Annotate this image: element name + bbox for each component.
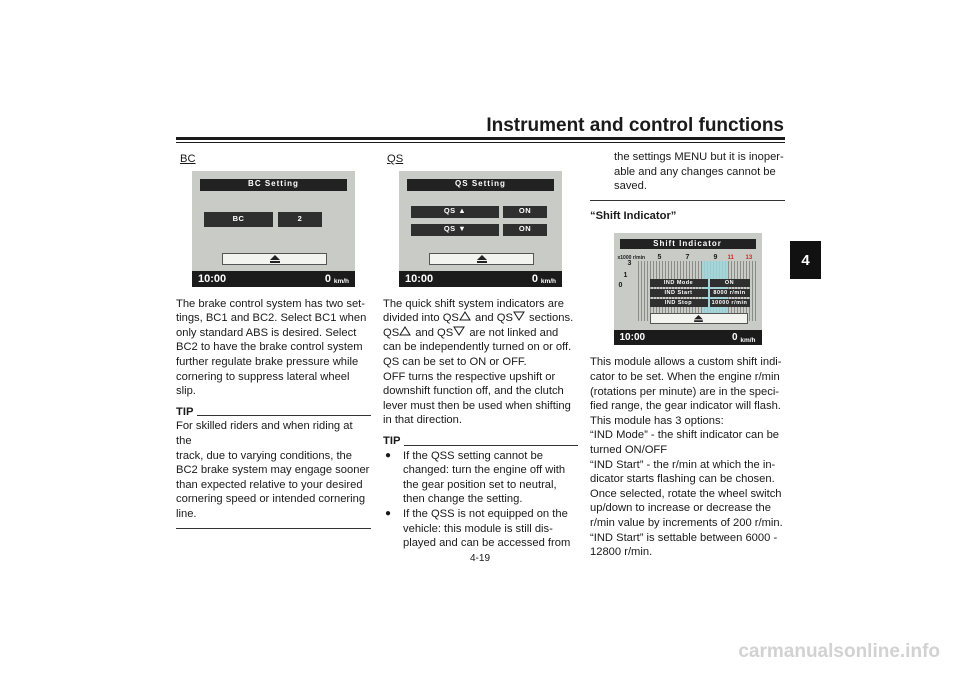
text-line: line. xyxy=(176,507,197,520)
tip-heading: TIP xyxy=(176,405,371,420)
bullet-icon: ● xyxy=(385,507,392,519)
qs-up-value: ON xyxy=(503,205,547,218)
tip-bullet: ● If the QSS is not equipped on the vehi… xyxy=(385,507,571,550)
text-line: in that direction. xyxy=(383,414,462,427)
screen-title: BC Setting xyxy=(200,178,347,191)
text-line: cornering speed or intended cornering xyxy=(176,493,366,506)
speed-value: 0 xyxy=(324,272,331,285)
text-line: For skilled riders and when riding at th… xyxy=(176,420,353,447)
text-line: track, due to varying conditions, the xyxy=(176,449,352,462)
screen-title: QS Setting xyxy=(407,178,554,191)
text-line: cornering to suppress lateral wheel xyxy=(176,370,350,383)
text-line-qs-linked: QS and QS are not linked and xyxy=(383,325,559,341)
speed-unit: km/h xyxy=(540,277,556,285)
section-heading-qs: QS xyxy=(387,153,404,165)
speed-value: 0 xyxy=(531,272,538,285)
text-line: BC2 to have the brake control system xyxy=(176,341,363,354)
tip-end-rule xyxy=(590,199,785,201)
clock: 10:00 xyxy=(619,332,646,344)
tach-tick-11: 11 xyxy=(727,255,734,262)
triangle-down-outline-icon xyxy=(453,326,466,341)
gear-number-1: 1 xyxy=(623,272,628,280)
page-header-title: Instrument and control functions xyxy=(486,115,784,136)
bc-option-value: 2 xyxy=(278,211,322,227)
column-bc: BC BC Setting BC 2 10:00 0 km/h The brak… xyxy=(176,150,371,529)
section-heading-bc: BC xyxy=(180,153,196,165)
speed-unit: km/h xyxy=(740,337,756,345)
text-line: OFF turns the respective upshift or xyxy=(383,370,556,383)
ind-mode-value: ON xyxy=(709,279,750,288)
tach-tick-7: 7 xyxy=(685,254,690,262)
text-line: BC2 brake system may engage sooner xyxy=(176,464,370,477)
header-rule xyxy=(176,137,785,140)
text-line: The quick shift system indicators are xyxy=(383,297,564,310)
qs-down-value: ON xyxy=(503,223,547,236)
back-button xyxy=(222,252,327,265)
screen-status-bar: 10:00 0 km/h xyxy=(613,330,762,346)
triangle-down-outline-icon xyxy=(513,311,526,326)
text-line: tings, BC1 and BC2. Select BC1 when xyxy=(176,312,367,325)
text-line: only standard ABS is desired. Select xyxy=(176,326,357,339)
eject-icon xyxy=(476,254,487,263)
tip-continuation: the settings MENU but it is inoper- able… xyxy=(614,151,784,193)
tip-label: TIP xyxy=(176,405,194,418)
tip-heading: TIP xyxy=(383,434,578,449)
qs-setting-screen: QS Setting QS ▲ ON QS ▼ ON 10:00 0 km/h xyxy=(399,170,562,287)
text-line-qs-sections: divided into QS and QS sections. xyxy=(383,311,574,326)
triangle-up-outline-icon xyxy=(458,311,472,326)
text-line: can be independently turned on or off. xyxy=(383,341,572,354)
ind-start-label: IND Start xyxy=(649,289,708,298)
qs-down-label: QS ▼ xyxy=(411,223,499,236)
speed-unit: km/h xyxy=(333,277,349,285)
bullet-icon: ● xyxy=(385,449,392,461)
triangle-up-outline-icon xyxy=(399,325,412,341)
ind-mode-label: IND Mode xyxy=(649,279,708,288)
tach-tick-3: 3 xyxy=(627,260,632,268)
back-button xyxy=(429,252,534,265)
text-line: downshift function off, and the clutch xyxy=(383,385,564,398)
eject-icon xyxy=(269,254,280,263)
ind-start-value: 8000 r/min xyxy=(709,289,750,298)
shift-indicator-screen: Shift Indicator x1000 r/min 3 5 7 9 11 1… xyxy=(613,233,762,346)
text-line: slip. xyxy=(176,385,196,398)
section-heading-shift-indicator: “Shift Indicator” xyxy=(590,209,677,222)
tach-tick-9: 9 xyxy=(713,254,718,262)
text-line: The brake control system has two set- xyxy=(176,297,366,310)
column-shift-indicator: the settings MENU but it is inoper- able… xyxy=(590,150,785,560)
text-line: lever must then be used when shifting xyxy=(383,399,571,412)
ind-stop-label: IND Stop xyxy=(649,299,708,308)
back-button xyxy=(649,313,748,325)
eject-icon xyxy=(694,315,703,323)
tip-body: For skilled riders and when riding at th… xyxy=(176,419,371,521)
watermark: carmanualsonline.info xyxy=(738,641,940,662)
qs-up-label: QS ▲ xyxy=(411,205,499,218)
shift-indicator-paragraph: This module allows a custom shift indi- … xyxy=(590,356,783,559)
text-line: than expected relative to your desired xyxy=(176,478,363,491)
screen-title: Shift Indicator xyxy=(619,239,756,250)
qs-paragraph: The quick shift system indicators are di… xyxy=(383,297,578,428)
page-number: 4-19 xyxy=(469,553,490,564)
bc-setting-screen: BC Setting BC 2 10:00 0 km/h xyxy=(192,170,355,287)
gear-number-0: 0 xyxy=(618,282,623,290)
tach-tick-13: 13 xyxy=(745,255,753,262)
screen-status-bar: 10:00 0 km/h xyxy=(192,270,355,287)
header-rule-thin xyxy=(176,142,785,143)
bc-paragraph: The brake control system has two set- ti… xyxy=(176,297,371,399)
tach-tick-5: 5 xyxy=(657,254,662,262)
tach-scale-label: x1000 r/min xyxy=(617,255,646,262)
tip-bullet: ● If the QSS setting cannot be changed: … xyxy=(385,449,566,506)
screen-status-bar: 10:00 0 km/h xyxy=(399,270,562,287)
tip-label: TIP xyxy=(383,434,401,447)
text-line: further regulate brake pressure while xyxy=(176,355,359,368)
tip-end-rule xyxy=(176,527,371,529)
ind-stop-value: 10000 r/min xyxy=(709,299,750,308)
text-line: QS can be set to ON or OFF. xyxy=(383,355,527,368)
bc-option-label: BC xyxy=(204,211,273,227)
clock: 10:00 xyxy=(405,272,434,285)
speed-value: 0 xyxy=(731,332,738,344)
clock: 10:00 xyxy=(198,272,227,285)
chapter-tab: 4 xyxy=(790,241,821,279)
column-qs: QS QS Setting QS ▲ ON QS ▼ ON 10:00 0 km… xyxy=(383,150,578,551)
